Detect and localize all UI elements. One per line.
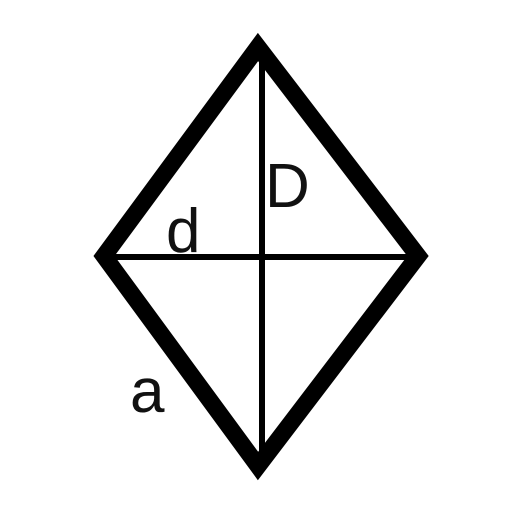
label-short-diagonal: d <box>166 197 200 266</box>
rhombus-outline <box>93 32 429 481</box>
label-side: a <box>130 357 165 426</box>
label-long-diagonal: D <box>265 152 310 221</box>
